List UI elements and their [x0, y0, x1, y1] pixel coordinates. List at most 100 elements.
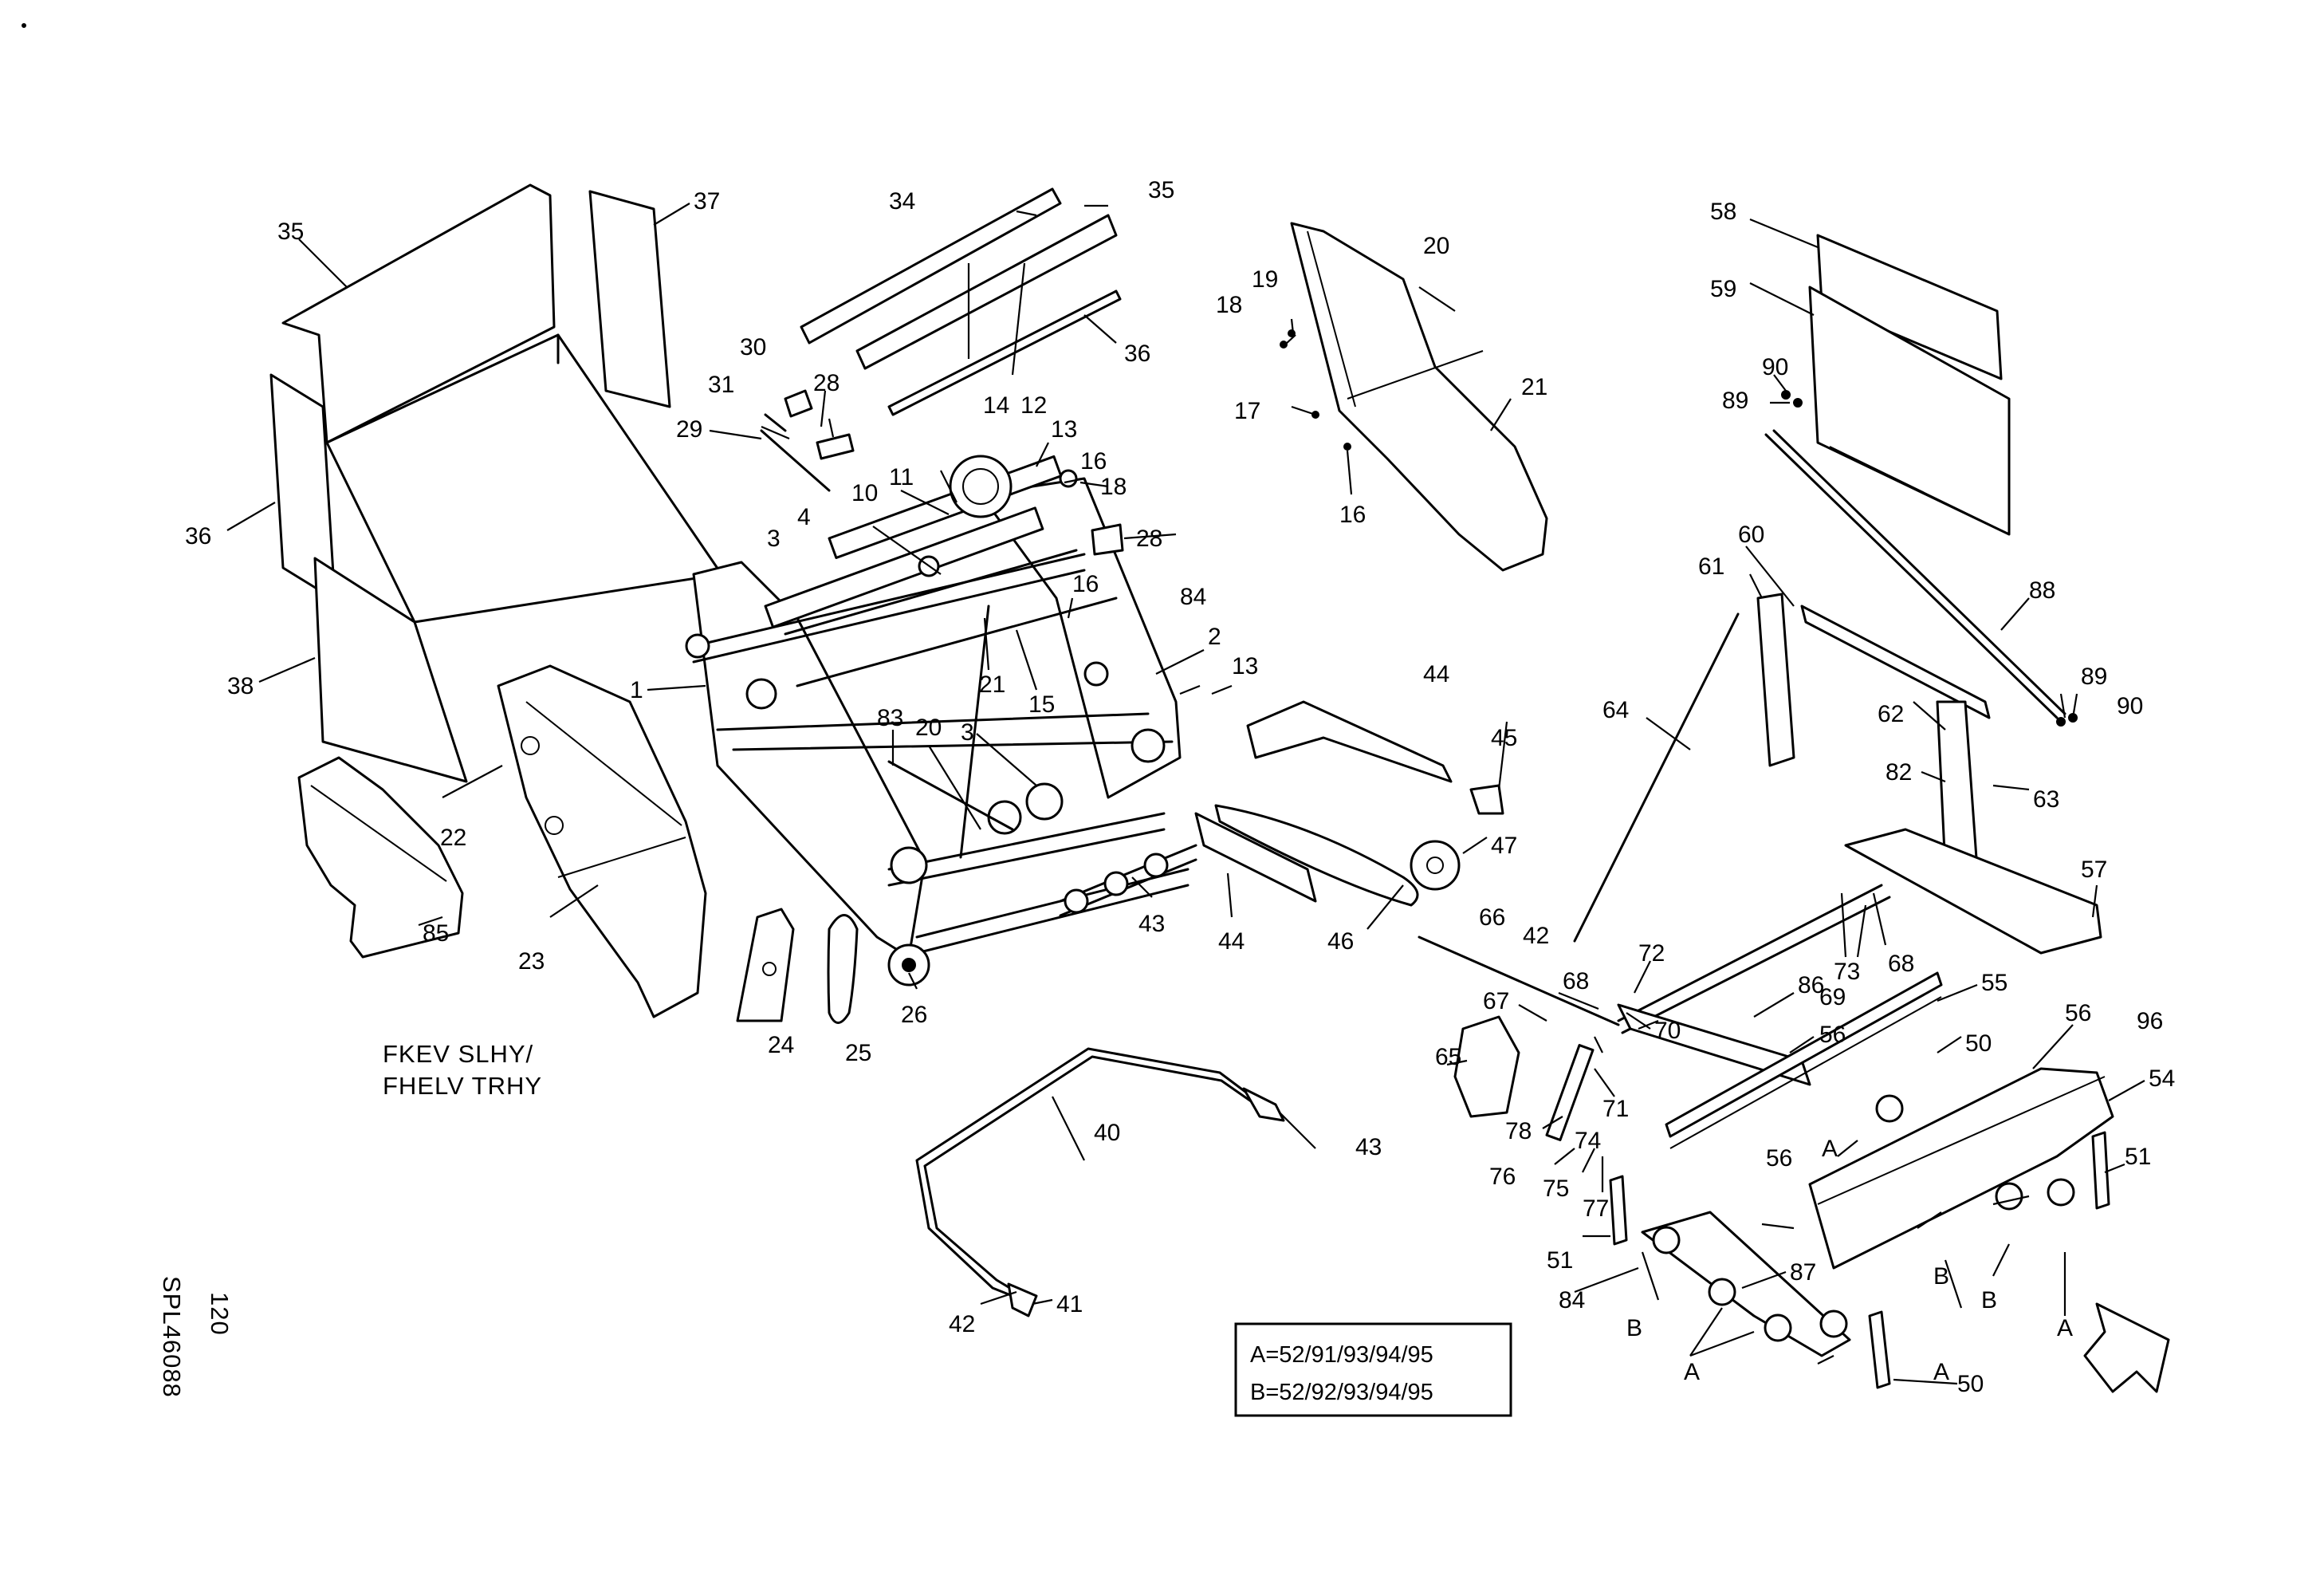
- right-assembly: [1418, 593, 2114, 1389]
- callout-89b: 89: [2081, 664, 2107, 690]
- bracket-28: [816, 433, 855, 460]
- bar-33: [800, 187, 1062, 345]
- callout-labels: 35 37 36 38 22 23 85 1 2 13 34 35 36 30 …: [185, 177, 2175, 1397]
- callout-15: 20: [915, 715, 942, 741]
- callout-56b: 56: [1766, 1145, 1792, 1172]
- callout-73: 71: [1602, 1096, 1629, 1122]
- callout-96: 96: [2137, 1008, 2163, 1034]
- callout-82: 84: [1180, 584, 1206, 610]
- callout-64: 63: [2033, 786, 2059, 813]
- callout-51a: 51: [1547, 1247, 1573, 1274]
- callout-A2: A: [1933, 1359, 1949, 1385]
- drawing-code-group: SPL46088: [158, 1276, 186, 1398]
- callout-42a: 42: [1523, 923, 1549, 949]
- gear-9: [949, 455, 1013, 518]
- callout-80: 78: [1505, 1118, 1532, 1144]
- callout-42b: 42: [949, 1311, 975, 1337]
- callout-51b: 51: [2125, 1144, 2151, 1170]
- plate-86: [1641, 1211, 1851, 1357]
- bracket-51b: [2091, 1131, 2110, 1210]
- panel-60: [1808, 286, 2011, 536]
- drawing-id: 120: [206, 1292, 234, 1336]
- callout-86: 84: [1559, 1287, 1585, 1313]
- note-line-2: FHELV TRHY: [383, 1072, 542, 1100]
- callout-10: 15: [1028, 691, 1055, 718]
- callout-56a: 56: [2065, 1000, 2091, 1026]
- callout-45: 44: [1218, 928, 1245, 955]
- callout-22: 21: [1521, 374, 1547, 400]
- drawing-code: SPL46088: [158, 1276, 186, 1398]
- frame-plate-1: [692, 561, 926, 959]
- callout-11: 16: [1072, 571, 1099, 597]
- rod-71: [1617, 884, 1883, 1022]
- callout-62: 61: [1698, 553, 1724, 580]
- bracket-51: [1609, 1175, 1628, 1246]
- callout-27: 26: [901, 1002, 927, 1028]
- callout-4: 4: [797, 504, 811, 530]
- bracket-29: [1091, 523, 1124, 556]
- drawing-page: 120: [206, 1292, 234, 1336]
- frame-40: [915, 1047, 1285, 1317]
- callout-3b: 3: [961, 719, 974, 746]
- callout-66: 65: [1435, 1044, 1461, 1070]
- callout-13: 13: [1232, 653, 1258, 679]
- legend-box: A=52/91/93/94/95 B=52/92/93/94/95: [1234, 1322, 1512, 1417]
- callout-78: 76: [1489, 1164, 1516, 1190]
- callout-88: 88: [2029, 577, 2055, 604]
- callout-50b: 50: [1957, 1371, 1984, 1397]
- bar-45: [1194, 812, 1317, 903]
- bracket-62: [1756, 593, 1795, 767]
- callout-36: 35: [277, 219, 304, 245]
- callout-60: 59: [1710, 276, 1736, 302]
- callout-30: 29: [676, 416, 702, 443]
- guard-21-22: [1290, 222, 1548, 572]
- callout-1: 1: [630, 677, 643, 703]
- callout-19: 18: [1216, 292, 1242, 318]
- callout-81: 83: [877, 705, 903, 731]
- rod-65: [1573, 612, 1740, 943]
- callout-B2: B: [1981, 1287, 1997, 1313]
- callout-9: 14: [983, 392, 1009, 419]
- callout-59: 58: [1710, 199, 1736, 225]
- rod-88: [1764, 433, 2059, 719]
- callout-90a: 90: [1762, 354, 1788, 380]
- callout-67: 66: [1479, 904, 1505, 931]
- callout-3a: 3: [767, 526, 781, 552]
- callout-A3: A: [1684, 1359, 1700, 1385]
- central-frame: [685, 389, 1317, 987]
- rod-30: [760, 429, 831, 492]
- callout-76: 74: [1575, 1128, 1601, 1154]
- bar-35: [887, 289, 1122, 416]
- callout-37: 36: [185, 523, 211, 549]
- cylinder-80: [1545, 1044, 1595, 1141]
- guard-85: [297, 756, 464, 959]
- callout-46: 44: [1423, 661, 1449, 687]
- callout-6: 11: [889, 464, 914, 490]
- callout-85: 85: [423, 920, 449, 947]
- panel-39: [313, 557, 468, 783]
- bracket-50: [1868, 1310, 1891, 1389]
- fasteners: [1280, 329, 2078, 727]
- callout-47: 45: [1491, 725, 1517, 751]
- bracket-47: [1469, 784, 1504, 815]
- callout-5: 10: [851, 480, 878, 506]
- callout-65: 64: [1602, 697, 1629, 723]
- callout-34: 35: [1148, 177, 1174, 203]
- callout-50a: 50: [1965, 1030, 1992, 1057]
- bar-61: [1800, 605, 1991, 719]
- legend-a: A=52/91/93/94/95: [1250, 1342, 1433, 1368]
- legend-b: B=52/92/93/94/95: [1250, 1380, 1433, 1405]
- callout-33: 34: [889, 188, 915, 215]
- callout-35: 36: [1124, 341, 1150, 367]
- beam-58: [1844, 828, 2102, 955]
- callout-29: 28: [1136, 526, 1162, 552]
- callout-7: 12: [1020, 392, 1047, 419]
- callout-54: 54: [2149, 1065, 2175, 1092]
- callout-25: 24: [768, 1032, 794, 1058]
- callout-18: 17: [1234, 398, 1260, 424]
- callout-38: 37: [694, 188, 720, 215]
- callout-57: 56: [1819, 1022, 1846, 1048]
- part-31: [784, 389, 813, 418]
- corner-mark: [22, 23, 26, 28]
- callout-68: 67: [1483, 988, 1509, 1014]
